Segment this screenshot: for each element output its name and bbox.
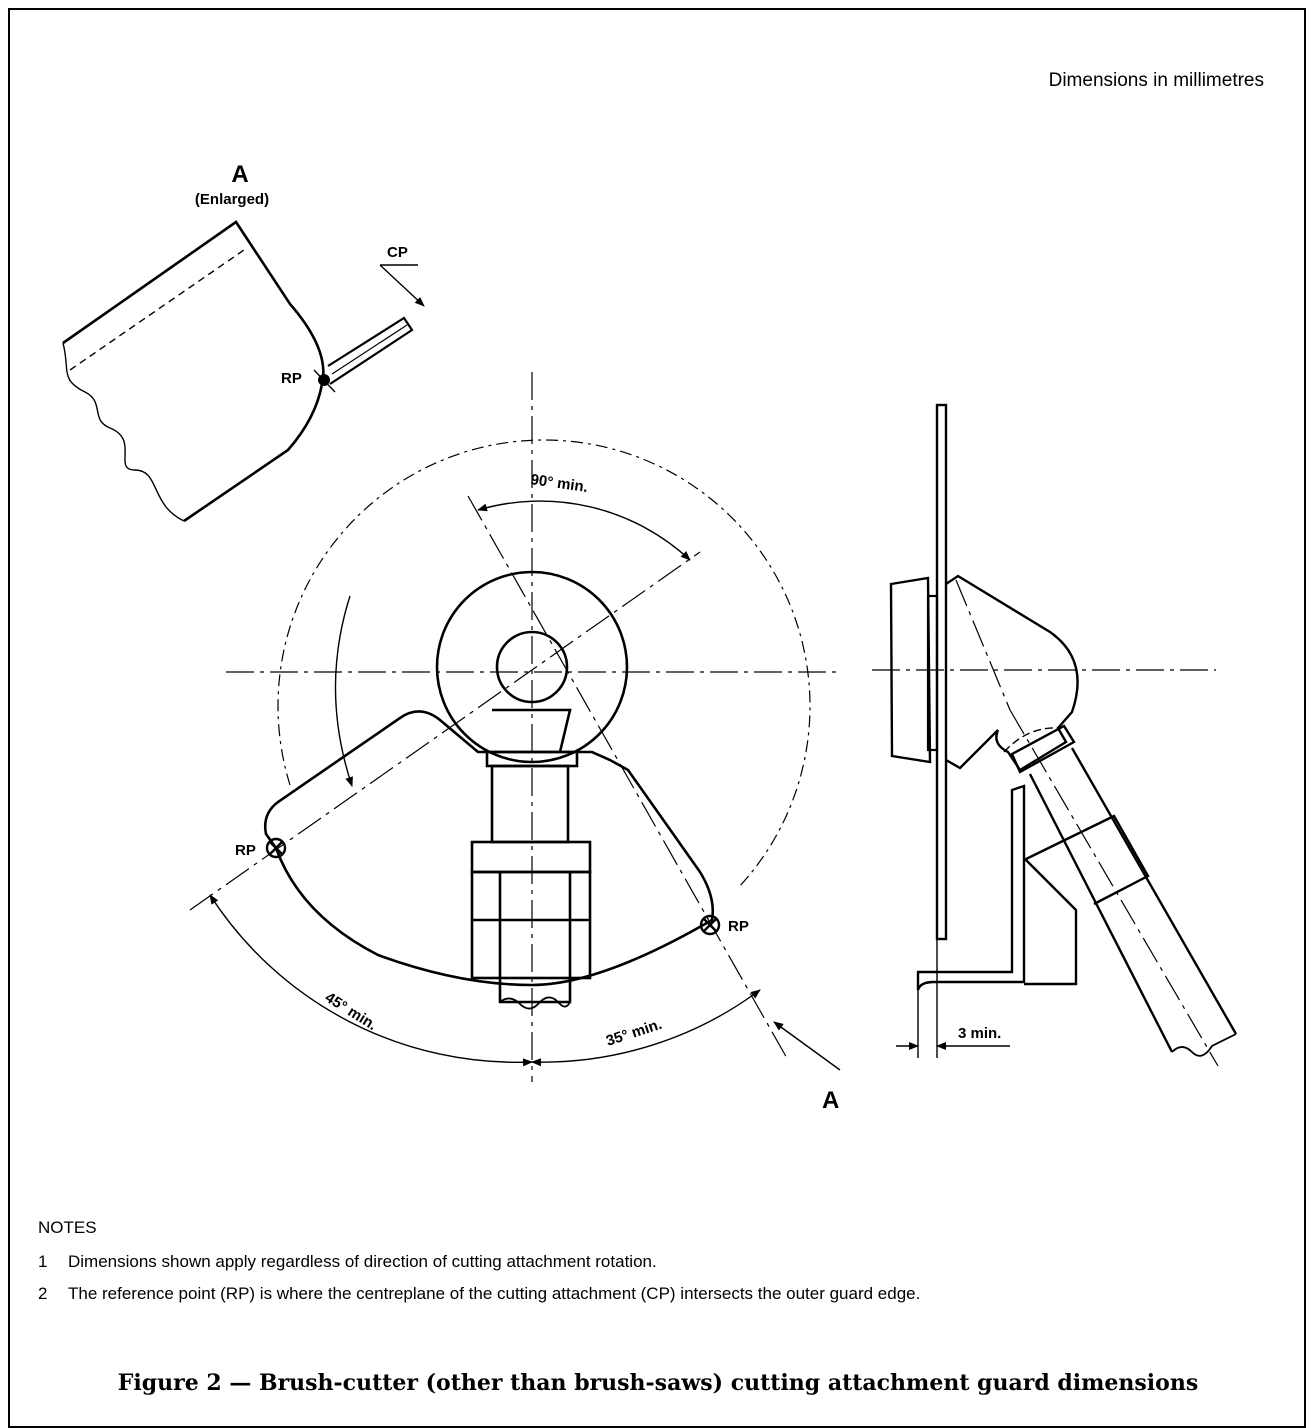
note-number: 2 bbox=[38, 1284, 48, 1303]
cp-leader bbox=[379, 264, 425, 307]
notes-section: NOTES 1 Dimensions shown apply regardles… bbox=[38, 1218, 1278, 1316]
support-bracket bbox=[916, 784, 1026, 991]
drive-tube bbox=[1010, 724, 1238, 1057]
detail-view-letter: A bbox=[231, 161, 248, 188]
note-item: 1 Dimensions shown apply regardless of d… bbox=[38, 1252, 1278, 1272]
note-item: 2 The reference point (RP) is where the … bbox=[38, 1284, 1278, 1304]
shaft-assembly bbox=[470, 708, 592, 1010]
angle-top-label: 90° min. bbox=[529, 471, 588, 496]
hub-flange bbox=[889, 576, 932, 764]
bracket-body bbox=[1024, 859, 1078, 986]
detail-a-enlarged: A (Enlarged) RP CP bbox=[62, 161, 425, 523]
hub bbox=[435, 570, 629, 764]
front-view: 90° min. 45° min. 35° min. RP RP A bbox=[189, 372, 842, 1114]
blade-section bbox=[327, 316, 414, 385]
rp-markers bbox=[265, 837, 721, 936]
rp-leader bbox=[313, 369, 336, 393]
dimension-arcs bbox=[209, 500, 761, 1067]
figure-caption: Figure 2 — Brush-cutter (other than brus… bbox=[117, 1370, 1199, 1396]
notes-heading: NOTES bbox=[38, 1218, 97, 1237]
rp-label-detail: RP bbox=[281, 370, 302, 387]
rp-label-left: RP bbox=[235, 842, 256, 859]
side-view: 3 min. bbox=[872, 403, 1238, 1067]
note-number: 1 bbox=[38, 1252, 48, 1271]
gearhead bbox=[945, 574, 1079, 772]
blade-edge bbox=[935, 403, 948, 941]
guard-break-line bbox=[62, 342, 185, 522]
cp-label: CP bbox=[387, 244, 408, 261]
note-text: Dimensions shown apply regardless of dir… bbox=[68, 1252, 657, 1271]
gap-dimension bbox=[896, 940, 1010, 1058]
tube-axis bbox=[1009, 709, 1219, 1067]
cutting-circle bbox=[277, 439, 811, 889]
rp-label-right: RP bbox=[728, 918, 749, 935]
section-letter: A bbox=[822, 1087, 839, 1114]
note-text: The reference point (RP) is where the ce… bbox=[68, 1284, 921, 1303]
guard-hidden-edge bbox=[69, 249, 245, 371]
units-note: Dimensions in millimetres bbox=[1048, 70, 1264, 91]
section-arrow bbox=[773, 1021, 841, 1071]
center-lines bbox=[189, 372, 842, 1082]
detail-view-qualifier: (Enlarged) bbox=[195, 191, 269, 208]
gap-dimension-label: 3 min. bbox=[958, 1025, 1001, 1042]
